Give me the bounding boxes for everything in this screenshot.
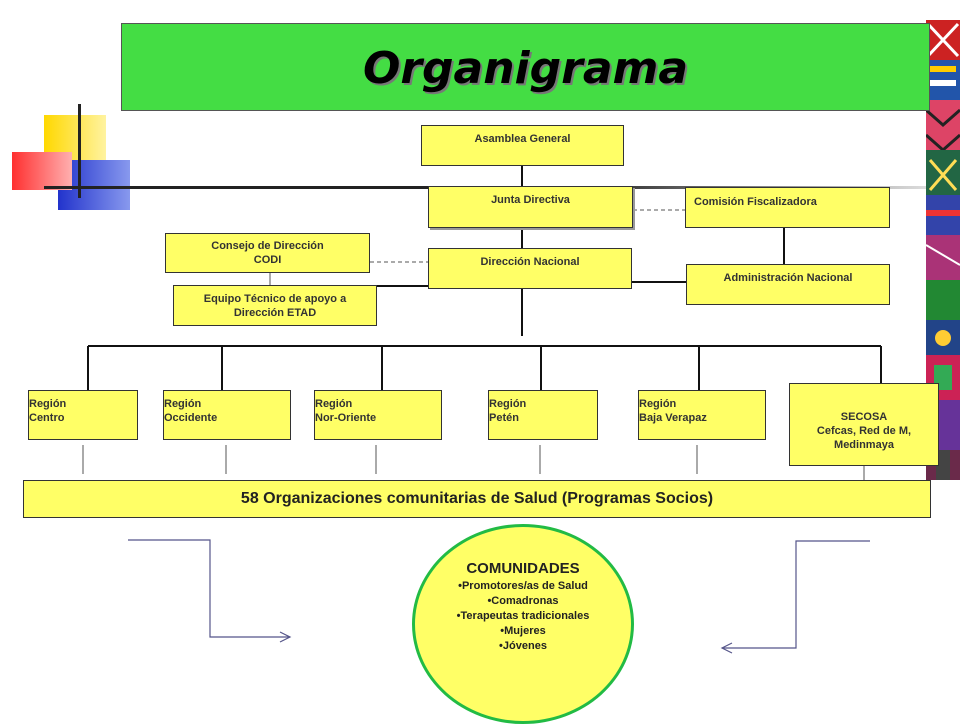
- equipo-line2: Dirección ETAD: [233, 306, 317, 319]
- region-peten-box: Región Petén: [488, 390, 598, 440]
- junta-directiva-label: Junta Directiva: [491, 194, 570, 206]
- region-baja-verapaz-box: Región Baja Verapaz: [638, 390, 766, 440]
- page-title: Organigrama: [362, 43, 689, 94]
- consejo-direccion-box: Consejo de Dirección CODI: [165, 233, 370, 273]
- comision-fiscalizadora-box: Comisión Fiscalizadora: [685, 187, 890, 228]
- secosa-line2: Cefcas, Red de M,: [816, 424, 912, 437]
- region-label: Región: [489, 398, 527, 410]
- asamblea-general-box: Asamblea General: [421, 125, 624, 166]
- organizaciones-label: 58 Organizaciones comunitarias de Salud …: [240, 490, 714, 507]
- region-name: Centro: [29, 412, 65, 424]
- region-label: Región: [29, 398, 67, 410]
- title-banner: Organigrama: [121, 23, 930, 111]
- secosa-line3: Medinmaya: [834, 438, 894, 451]
- secosa-box: SECOSA Cefcas, Red de M, Medinmaya: [789, 383, 939, 466]
- region-nor-oriente-box: Región Nor-Oriente: [314, 390, 442, 440]
- secosa-title: SECOSA: [840, 410, 888, 423]
- comunidades-heading: COMUNIDADES: [466, 560, 580, 577]
- woven-textile-strip: [926, 20, 960, 480]
- decor-red-block: [12, 152, 72, 190]
- asamblea-general-label: Asamblea General: [474, 133, 571, 145]
- comunidades-oval: COMUNIDADES Promotores/as de Salud Comad…: [412, 524, 634, 724]
- region-label: Región: [164, 398, 202, 410]
- region-label: Región: [315, 398, 353, 410]
- decor-vertical-line: [78, 104, 81, 198]
- comunidades-item: Mujeres: [445, 624, 601, 639]
- comunidades-item: Comadronas: [445, 594, 601, 609]
- region-label: Región: [639, 398, 677, 410]
- comunidades-item: Promotores/as de Salud: [445, 579, 601, 594]
- equipo-line1: Equipo Técnico de apoyo a: [203, 292, 347, 305]
- administracion-nacional-box: Administración Nacional: [686, 264, 890, 305]
- comunidades-item: Jóvenes: [445, 639, 601, 654]
- consejo-line2: CODI: [253, 254, 282, 266]
- comunidades-item: Terapeutas tradicionales: [445, 609, 601, 624]
- organizaciones-comunitarias-box: 58 Organizaciones comunitarias de Salud …: [23, 480, 931, 518]
- administracion-nacional-label: Administración Nacional: [723, 271, 853, 284]
- equipo-tecnico-box: Equipo Técnico de apoyo a Dirección ETAD: [173, 285, 377, 326]
- region-name: Occidente: [164, 412, 218, 424]
- comision-fiscalizadora-label: Comisión Fiscalizadora: [694, 195, 817, 208]
- comunidades-list: Promotores/as de Salud Comadronas Terape…: [415, 579, 631, 654]
- region-name: Petén: [489, 412, 519, 424]
- region-name: Baja Verapaz: [639, 412, 707, 424]
- consejo-line1: Consejo de Dirección: [211, 240, 324, 252]
- region-centro-box: Región Centro: [28, 390, 138, 440]
- region-occidente-box: Región Occidente: [163, 390, 291, 440]
- region-name: Nor-Oriente: [315, 412, 377, 424]
- direccion-nacional-box: Dirección Nacional: [428, 248, 632, 289]
- direccion-nacional-label: Dirección Nacional: [480, 256, 580, 268]
- junta-directiva-box: Junta Directiva: [428, 186, 633, 228]
